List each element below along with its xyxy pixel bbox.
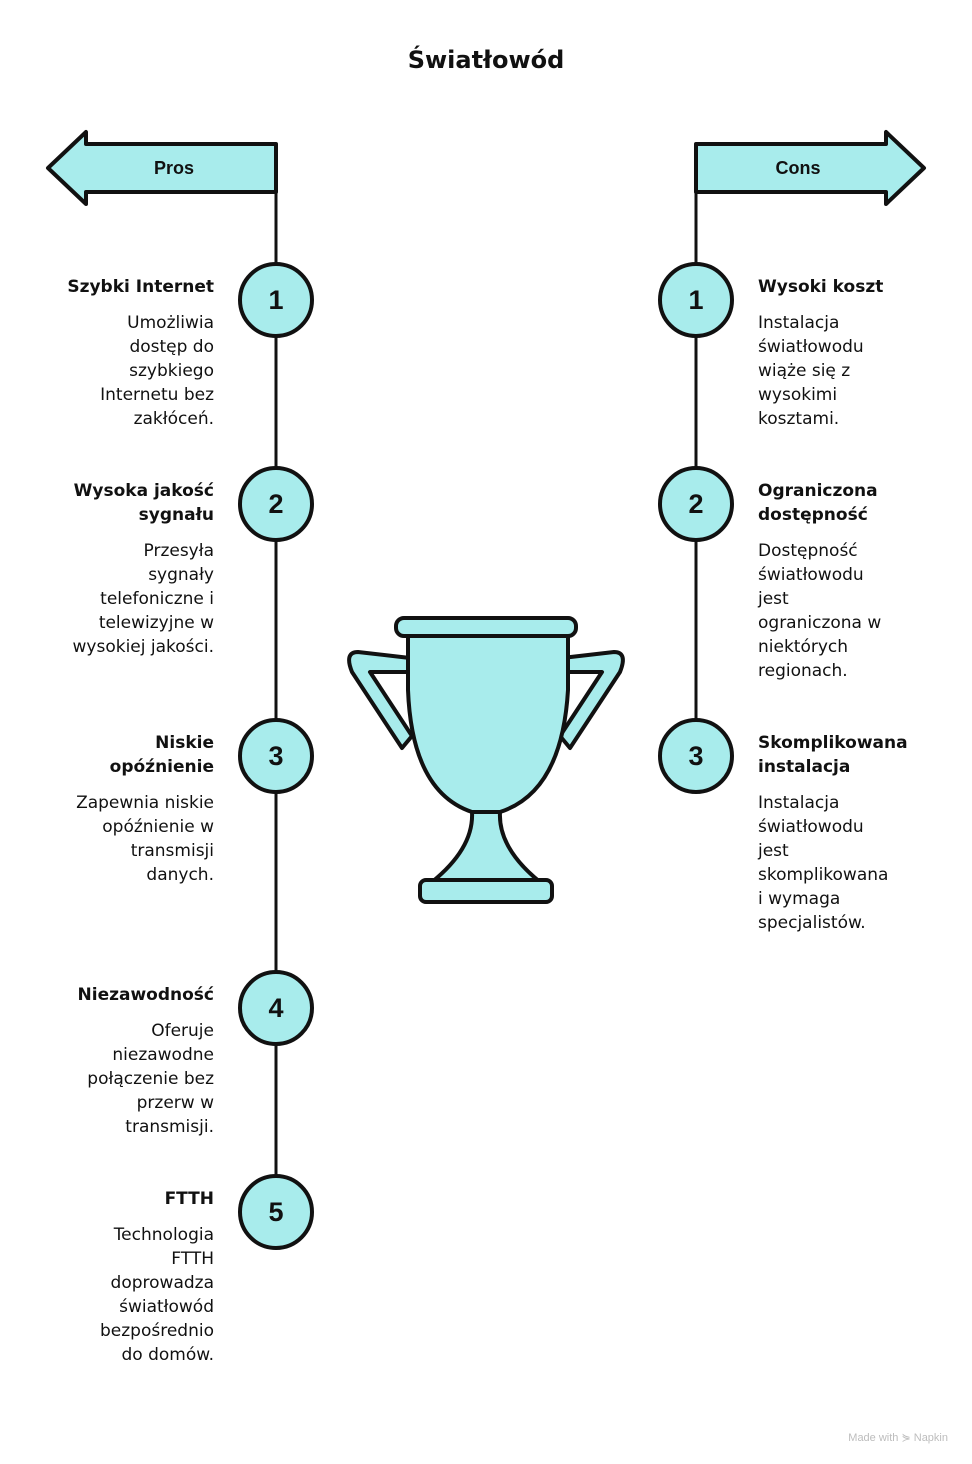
pros-item-3-description: Zapewnia niskie opóźnienie w transmisji … xyxy=(20,791,214,887)
description-line: dostęp do xyxy=(129,337,214,357)
pros-item-2-description: Przesyła sygnały telefoniczne i telewizy… xyxy=(20,539,215,659)
cons-circle-1 xyxy=(658,262,734,338)
description-line: Internetu bez xyxy=(100,385,214,405)
description-line: światłowodu xyxy=(758,565,864,585)
description-line: bezpośrednio xyxy=(100,1321,214,1341)
description-line: Technologia xyxy=(113,1225,214,1245)
description-line: transmisji xyxy=(130,841,214,861)
description-line: Przesyła xyxy=(143,541,215,561)
cons-circle-3 xyxy=(658,718,734,794)
description-line: światłowód xyxy=(119,1297,214,1317)
pros-number-5: 5 xyxy=(268,1197,284,1227)
napkin-watermark: Made with ⋟ Napkin xyxy=(848,1432,948,1444)
cons-item-1-heading: Wysoki koszt xyxy=(758,275,958,299)
cons-number-2: 2 xyxy=(688,489,704,519)
pros-number-1: 1 xyxy=(268,285,284,315)
description-line: telefoniczne i xyxy=(100,589,214,609)
pros-item-2-heading: Wysoka jakość sygnału xyxy=(20,479,214,527)
pros-item-3-heading: Niskie opóźnienie xyxy=(20,731,214,779)
cons-arrow-shape xyxy=(694,130,926,206)
heading-line: Szybki Internet xyxy=(67,277,214,297)
pros-number-2: 2 xyxy=(268,489,284,519)
heading-line: opóźnienie xyxy=(109,757,214,777)
cons-number-3: 3 xyxy=(688,741,704,771)
description-line: niezawodne xyxy=(112,1045,214,1065)
cons-item-3-heading: Skomplikowana instalacja xyxy=(758,731,958,779)
description-line: do domów. xyxy=(121,1345,215,1365)
pros-circle-4 xyxy=(238,970,314,1046)
cons-label: Cons xyxy=(775,158,821,178)
description-line: Zapewnia niskie xyxy=(76,793,214,813)
pros-item-1-heading: Szybki Internet xyxy=(20,275,214,299)
description-line: doprowadza xyxy=(110,1273,214,1293)
heading-line: dostępność xyxy=(758,505,868,525)
description-line: telewizyjne w xyxy=(98,613,214,633)
pros-number-3: 3 xyxy=(268,741,284,771)
pros-item-5-heading: FTTH xyxy=(20,1187,214,1211)
cons-item-2-description: Dostępność światłowodu jest ograniczona … xyxy=(758,539,958,683)
pros-item-1-description: Umożliwia dostęp do szybkiego Internetu … xyxy=(20,311,214,431)
heading-line: Ograniczona xyxy=(758,481,878,501)
heading-line: FTTH xyxy=(164,1189,214,1209)
description-line: Instalacja xyxy=(758,793,840,813)
heading-line: Wysoki koszt xyxy=(758,277,884,297)
description-line: światłowodu xyxy=(758,337,864,357)
description-line: wysokiej jakości. xyxy=(72,637,215,657)
pros-item-4-heading: Niezawodność xyxy=(20,983,214,1007)
description-line: jest xyxy=(758,841,789,861)
description-line: zakłóceń. xyxy=(133,409,214,429)
pros-item-5-description: Technologia FTTH doprowadza światłowód b… xyxy=(20,1223,214,1367)
pros-number-4: 4 xyxy=(268,993,284,1023)
pros-circle-1 xyxy=(238,262,314,338)
description-line: Oferuje xyxy=(151,1021,214,1041)
trophy-icon xyxy=(347,616,625,904)
pros-arrow-shape xyxy=(46,130,278,206)
heading-line: Wysoka jakość xyxy=(73,481,214,501)
description-line: jest xyxy=(758,589,789,609)
diagram-title: Światłowód xyxy=(407,46,565,74)
description-line: Instalacja xyxy=(758,313,840,333)
description-line: niektórych xyxy=(758,637,849,657)
description-line: przerw w xyxy=(136,1093,214,1113)
description-line: Dostępność xyxy=(758,541,858,561)
cons-item-1-description: Instalacja światłowodu wiąże się z wysok… xyxy=(758,311,958,431)
pros-circle-5 xyxy=(238,1174,314,1250)
description-line: opóźnienie w xyxy=(102,817,214,837)
description-line: światłowodu xyxy=(758,817,864,837)
description-line: FTTH xyxy=(171,1249,214,1269)
description-line: połączenie bez xyxy=(87,1069,214,1089)
cons-circle-2 xyxy=(658,466,734,542)
description-line: wysokimi xyxy=(758,385,838,405)
heading-line: Skomplikowana xyxy=(758,733,908,753)
description-line: danych. xyxy=(146,865,214,885)
cons-item-3-description: Instalacja światłowodu jest skomplikowan… xyxy=(758,791,958,935)
description-line: specjalistów. xyxy=(758,913,866,933)
heading-line: sygnału xyxy=(138,505,214,525)
description-line: wiąże się z xyxy=(758,361,851,381)
description-line: Umożliwia xyxy=(127,313,214,333)
description-line: regionach. xyxy=(758,661,848,681)
description-line: szybkiego xyxy=(129,361,214,381)
pros-circle-3 xyxy=(238,718,314,794)
heading-line: Niezawodność xyxy=(77,985,214,1005)
description-line: kosztami. xyxy=(758,409,840,429)
description-line: skomplikowana xyxy=(758,865,889,885)
pros-circle-2 xyxy=(238,466,314,542)
cons-item-2-heading: Ograniczona dostępność xyxy=(758,479,958,527)
cons-number-1: 1 xyxy=(688,285,704,315)
description-line: i wymaga xyxy=(758,889,841,909)
description-line: transmisji. xyxy=(125,1117,214,1137)
description-line: sygnały xyxy=(148,565,214,585)
heading-line: Niskie xyxy=(155,733,214,753)
description-line: ograniczona w xyxy=(758,613,882,633)
heading-line: instalacja xyxy=(758,757,851,777)
pros-item-4-description: Oferuje niezawodne połączenie bez przerw… xyxy=(20,1019,214,1139)
pros-label: Pros xyxy=(153,158,195,178)
